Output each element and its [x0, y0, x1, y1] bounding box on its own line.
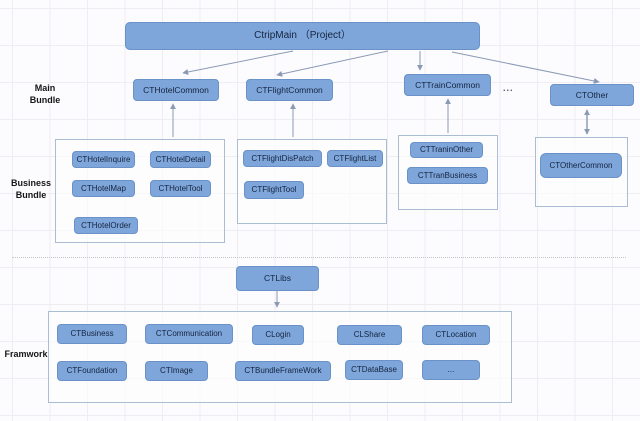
node-ctbusiness: CTBusiness	[57, 324, 127, 344]
node-ctflighttool: CTFlightTool	[244, 181, 304, 199]
label-framwork: Framwork	[4, 349, 48, 359]
node-cttraninother: CTTraninOther	[410, 142, 483, 158]
node-ctlibs: CTLibs	[236, 266, 319, 291]
label-main-bundle-line2: Bundle	[29, 95, 61, 106]
main-bundle-ellipsis: ...	[503, 83, 514, 93]
label-main-bundle-line1: Main	[34, 83, 56, 93]
label-main-bundle: Main Bundle	[16, 82, 74, 106]
node-ctcommunication: CTCommunication	[145, 324, 233, 344]
node-clshare: CLShare	[337, 325, 402, 345]
node-ctimage: CTImage	[145, 361, 208, 381]
node-ctdatabase: CTDataBase	[345, 360, 403, 380]
node-ctlocation: CTLocation	[422, 325, 490, 345]
node-ctflightlist: CTFlightList	[327, 150, 383, 167]
framework-ellipsis: ...	[422, 360, 480, 380]
node-cthotelorder: CTHotelOrder	[74, 217, 138, 234]
node-cthotelcommon: CTHotelCommon	[133, 79, 219, 101]
node-ctflightdispatch: CTFlightDisPatch	[243, 150, 322, 167]
label-business-bundle: Business Bundle	[2, 177, 60, 201]
node-ctripmain-project: CtripMain （Project）	[125, 22, 480, 50]
node-cthotelmap: CTHotelMap	[72, 180, 135, 197]
arrow-root-to-hotelcommon	[182, 50, 294, 75]
separator-dotted-line	[12, 257, 626, 258]
label-business-bundle-line1: Business	[10, 178, 52, 188]
node-cthotelinquire: CTHotelInquire	[72, 151, 135, 168]
node-clogin: CLogin	[252, 325, 304, 345]
label-business-bundle-line2: Bundle	[15, 190, 47, 201]
node-cthoteldetail: CTHotelDetail	[150, 151, 211, 168]
node-ctflightcommon: CTFlightCommon	[246, 79, 333, 101]
node-cthoteltool: CTHotelTool	[150, 180, 211, 197]
node-cttraincommon: CTTrainCommon	[404, 74, 491, 96]
node-ctfoundation: CTFoundation	[57, 361, 127, 381]
node-ctothercommon: CTOtherCommon	[540, 153, 622, 178]
node-cttranbusiness: CTTranBusiness	[407, 167, 488, 184]
arrow-root-to-flightcommon	[276, 50, 389, 77]
node-ctother: CTOther	[550, 84, 634, 106]
node-ctbundleframework: CTBundleFrameWork	[235, 361, 331, 381]
